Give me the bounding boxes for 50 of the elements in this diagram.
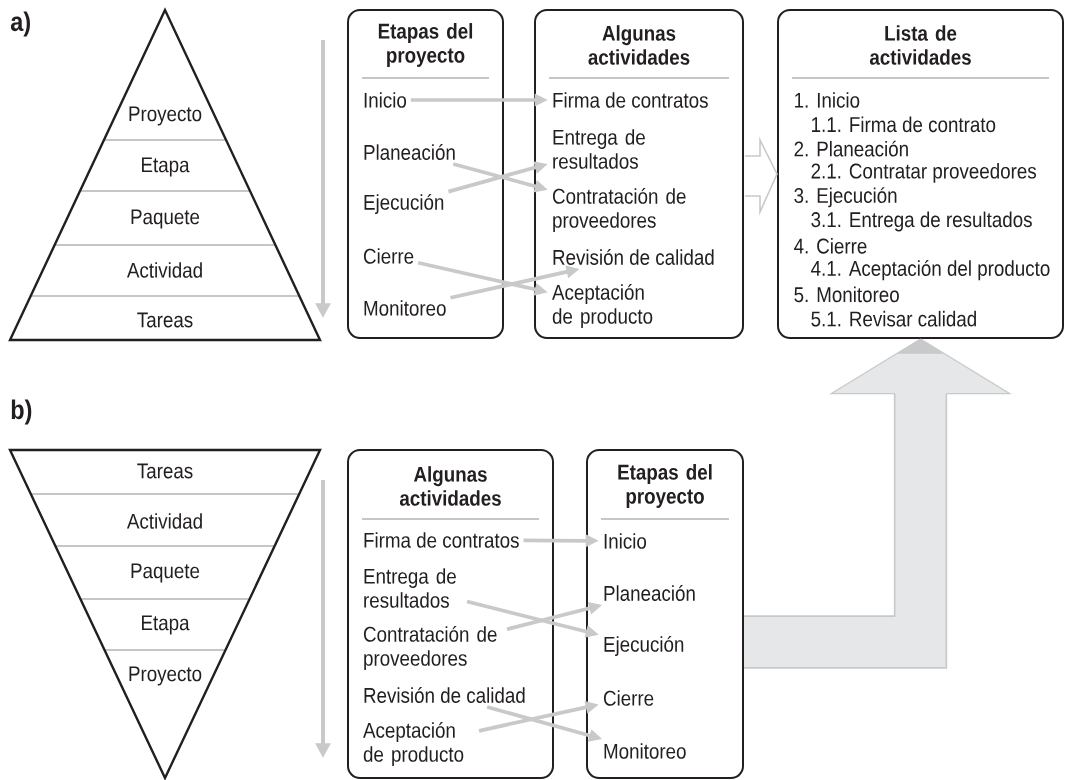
item-label: Monitoreo — [604, 743, 686, 759]
item-label: Firma de contratos — [364, 532, 519, 548]
item-label: Revisión de calidad — [364, 687, 525, 703]
column-heading: Lista de actividades — [869, 25, 971, 65]
item-label: Entrega de resultados — [364, 568, 456, 608]
layer-label: Tareas — [137, 463, 193, 479]
layer-label: Paquete — [131, 209, 200, 229]
panel-label: a) — [10, 11, 30, 37]
item-label: Entrega de resultados — [553, 129, 645, 169]
list-item: 5. Monitoreo — [794, 286, 899, 303]
layer-label: Etapa — [142, 157, 190, 177]
item-label: Ejecución — [604, 635, 684, 657]
item-label: Aceptación de producto — [363, 721, 464, 767]
list-item: 3.1. Entrega de resultados — [811, 211, 1032, 232]
layer-label: Tareas — [137, 312, 193, 328]
column-heading: Algunas actividades — [399, 466, 501, 506]
block-arrow — [744, 136, 778, 216]
list-item: 1.1. Firma de contrato — [812, 116, 996, 133]
layer-label: Paquete — [131, 563, 200, 583]
layer-label: Proyecto — [129, 666, 202, 686]
list-item: 3. Ejecución — [794, 187, 897, 208]
item-label: Monitoreo — [364, 300, 446, 316]
list-item: 1. Inicio — [795, 92, 860, 108]
item-label: Aceptación de producto — [552, 283, 653, 329]
column-heading: Algunas actividades — [588, 25, 690, 65]
column-heading: Etapas del proyecto — [618, 464, 712, 508]
list-item: 4. Cierre — [794, 237, 867, 254]
list-item: 4.1. Aceptación del producto — [811, 260, 1050, 281]
item-label: Cierre — [363, 248, 414, 264]
item-label: Cierre — [603, 690, 654, 706]
item-label: Contratación de proveedores — [363, 625, 497, 671]
block-arrow — [744, 338, 1012, 669]
item-label: Contratación de proveedores — [552, 187, 686, 233]
list-item: 5.1. Revisar calidad — [811, 310, 976, 327]
pyramid-drawing — [8, 448, 322, 780]
item-label: Ejecución — [364, 193, 444, 215]
column-heading: Etapas del proyecto — [378, 23, 473, 67]
list-item: 2. Planeación — [794, 140, 908, 157]
item-label: Planeación — [604, 585, 695, 601]
layer-label: Actividad — [126, 262, 202, 278]
item-label: Firma de contratos — [553, 92, 708, 108]
item-label: Revisión de calidad — [553, 249, 714, 265]
item-label: Inicio — [364, 92, 407, 108]
item-label: Inicio — [604, 533, 647, 549]
layer-label: Actividad — [126, 513, 202, 529]
layer-label: Etapa — [142, 615, 190, 635]
panel-label: b) — [11, 399, 32, 425]
item-label: Planeación — [364, 144, 455, 160]
list-item: 2.1. Contratar proveedores — [811, 162, 1036, 183]
layer-label: Proyecto — [129, 106, 202, 126]
